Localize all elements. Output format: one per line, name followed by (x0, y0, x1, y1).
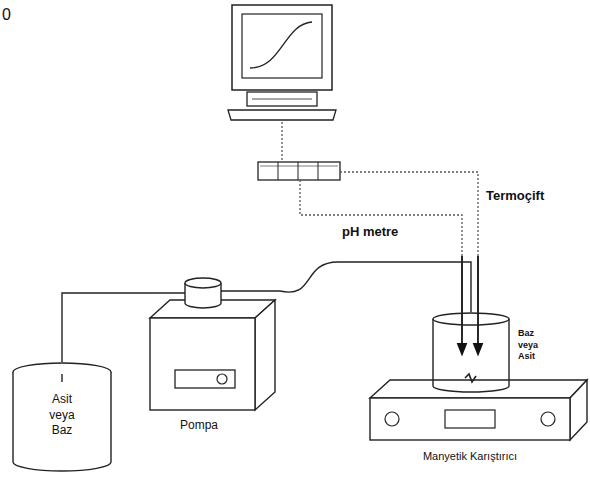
pump-box-outline (150, 277, 280, 412)
beaker-content-label: Baz veya Asit (518, 328, 550, 363)
stirrer-label: Manyetik Karıştırıcı (423, 449, 517, 463)
magnetic-stirrer-outline (370, 380, 588, 442)
reservoir-label: Asit veya Baz (40, 392, 84, 439)
reservoir-label-block: Asit veya Baz (12, 392, 112, 439)
beaker-content-label-block: Baz veya Asit (518, 328, 550, 363)
figure-number: 0 (2, 6, 11, 24)
beaker-vessel: Baz veya Asit (432, 312, 510, 394)
pump-box: Pompa (150, 277, 280, 412)
tube-line (280, 262, 471, 312)
tube-line (62, 293, 150, 362)
beaker-vessel-outline (432, 312, 510, 394)
thermocouple-label: Termoçift (486, 188, 544, 203)
magnetic-stirrer: Manyetik Karıştırıcı (370, 380, 588, 442)
pump-label-block: Pompa (180, 415, 250, 434)
stirrer-label-block: Manyetik Karıştırıcı (370, 446, 570, 464)
pump-label: Pompa (180, 418, 218, 434)
acid-base-reservoir: Asit veya Baz (12, 362, 112, 472)
ph-meter-label: pH metre (342, 224, 398, 239)
